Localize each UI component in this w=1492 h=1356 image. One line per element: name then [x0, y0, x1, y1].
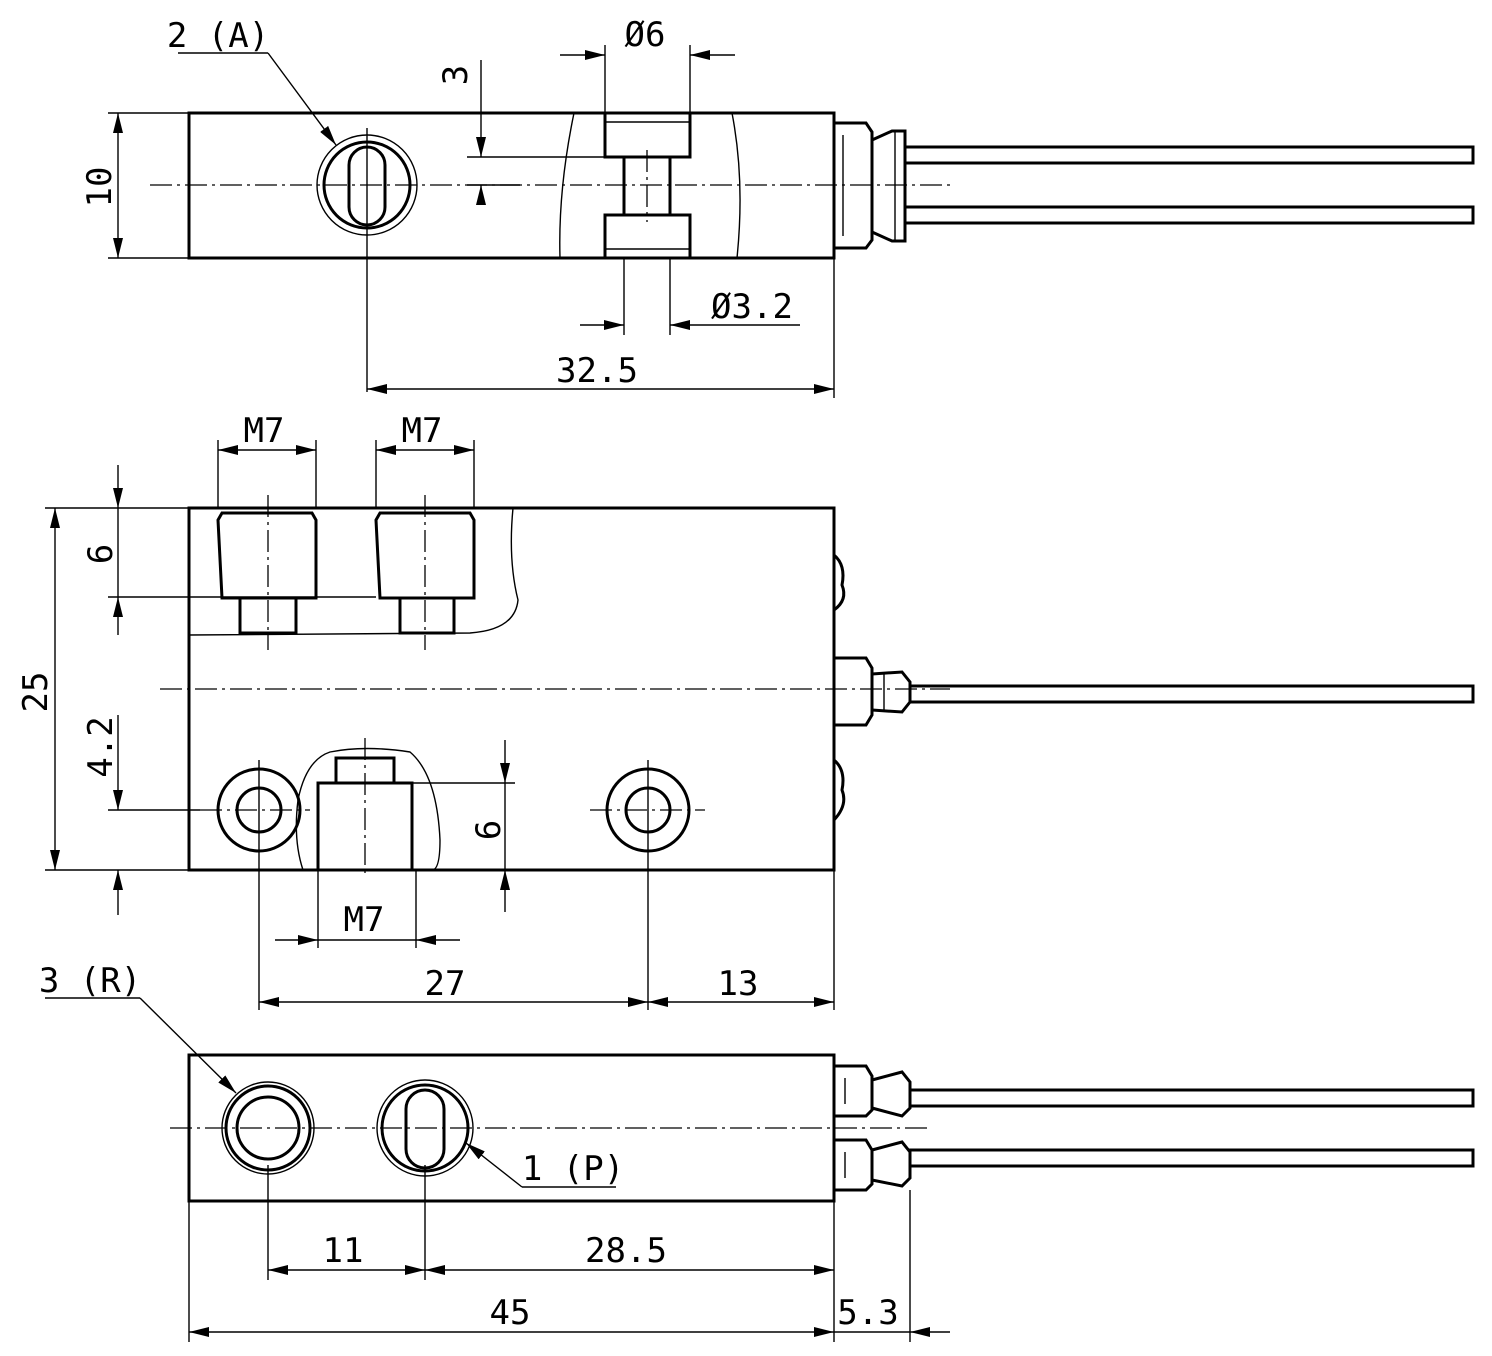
m7-port-right: [374, 511, 476, 600]
front-connector-body: [834, 656, 874, 727]
dim-5-3: 5.3: [837, 1293, 898, 1333]
label-port-r: 3 (R): [39, 961, 141, 1001]
dim-4-2: 4.2: [81, 716, 121, 777]
dim-m7-right: M7: [402, 411, 443, 451]
dim-6-top: 6: [81, 544, 121, 564]
front-upper-section-hatch: [188, 507, 519, 636]
dim-10: 10: [80, 167, 120, 208]
dim-28-5: 28.5: [585, 1231, 667, 1271]
bottom-wire-lower: [908, 1148, 1475, 1168]
dim-45: 45: [490, 1293, 531, 1333]
dim-11: 11: [323, 1231, 364, 1271]
port-p-slot-icon: [404, 1088, 446, 1170]
dim-dia-6: Ø6: [625, 15, 666, 55]
top-connector-body: [834, 121, 874, 250]
top-view: 10 3 Ø6 Ø3.2 32.5 2 (A): [80, 15, 1475, 398]
label-port-p: 1 (P): [522, 1149, 624, 1189]
dim-13: 13: [718, 964, 759, 1004]
front-wire: [908, 684, 1475, 704]
top-wire-upper: [903, 145, 1475, 165]
dim-3: 3: [436, 65, 476, 85]
dim-dia-3-2: Ø3.2: [711, 287, 793, 327]
top-wire-lower: [903, 205, 1475, 225]
front-view: M7 M7 25 6 4.2 6 M7: [16, 411, 1475, 1010]
bottom-wire-upper: [908, 1088, 1475, 1108]
dim-6-lower: 6: [469, 820, 509, 840]
m7-port-left: [216, 511, 318, 600]
label-port-a: 2 (A): [167, 16, 269, 56]
bottom-view: 3 (R) 1 (P) 11 28.5 45 5.3: [39, 961, 1475, 1342]
dim-m7-left: M7: [244, 411, 285, 451]
dim-27: 27: [425, 964, 466, 1004]
dim-32-5: 32.5: [556, 351, 638, 391]
dim-m7-bottom: M7: [344, 900, 385, 940]
dim-25: 25: [16, 672, 56, 713]
bottom-connector-lower: [834, 1138, 874, 1192]
bottom-connector-upper: [834, 1064, 874, 1118]
